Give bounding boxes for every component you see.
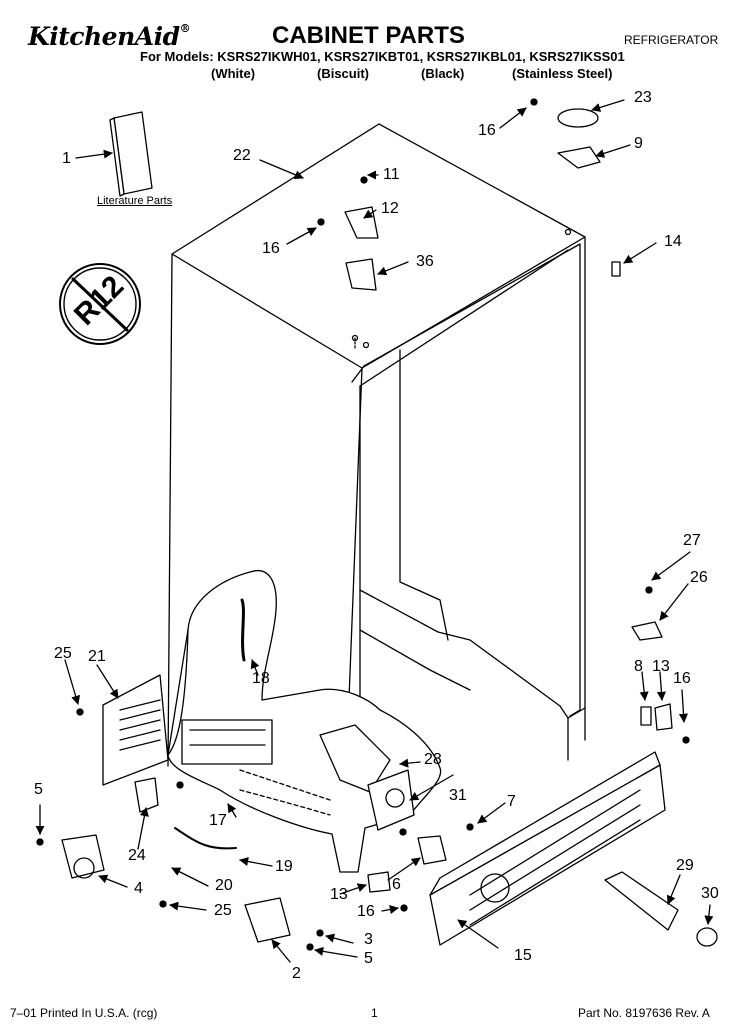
callout-21: 21 xyxy=(88,648,106,665)
variant-black: (Black) xyxy=(421,66,465,81)
callout-25-left: 25 xyxy=(54,645,72,662)
callout-24: 24 xyxy=(128,847,146,864)
callout-13-right: 13 xyxy=(652,658,670,675)
callout-2: 2 xyxy=(292,965,301,982)
callout-17: 17 xyxy=(209,812,227,829)
callout-16-lower-right: 16 xyxy=(673,670,691,687)
callout-7: 7 xyxy=(507,793,516,810)
models-line: For Models: KSRS27IKWH01, KSRS27IKBT01, … xyxy=(140,49,625,64)
water-filter xyxy=(605,872,717,946)
callout-8: 8 xyxy=(634,658,643,675)
cabinet-shell xyxy=(168,124,585,800)
leader-lines xyxy=(35,100,714,962)
callout-16-lower: 16 xyxy=(357,903,375,920)
callout-4: 4 xyxy=(134,880,143,897)
callout-22: 22 xyxy=(233,147,251,164)
callout-6: 6 xyxy=(392,876,401,893)
callout-5-lower: 5 xyxy=(364,950,373,967)
trademark: ® xyxy=(179,22,191,35)
category-label: REFRIGERATOR xyxy=(624,33,719,47)
callout-30: 30 xyxy=(701,885,719,902)
callout-9: 9 xyxy=(634,135,643,152)
callout-29: 29 xyxy=(676,857,694,874)
screws xyxy=(37,99,689,950)
callout-23: 23 xyxy=(634,89,652,106)
callout-12: 12 xyxy=(381,200,399,217)
callout-18: 18 xyxy=(252,670,270,687)
page-title: CABINET PARTS xyxy=(272,22,465,49)
literature-booklet xyxy=(110,112,152,196)
callout-36: 36 xyxy=(416,253,434,270)
callout-1: 1 xyxy=(62,150,71,167)
callout-19: 19 xyxy=(275,858,293,875)
callout-16-right: 16 xyxy=(478,122,496,139)
brand-name: KitchenAid xyxy=(28,22,180,51)
callout-27: 27 xyxy=(683,532,701,549)
no-r12-symbol xyxy=(60,264,140,344)
callout-3: 3 xyxy=(364,931,373,948)
print-info: 7–01 Printed In U.S.A. (rcg) xyxy=(10,1006,158,1020)
callout-25-lower: 25 xyxy=(214,902,232,919)
page-number: 1 xyxy=(371,1006,378,1020)
callout-26: 26 xyxy=(690,569,708,586)
callout-15: 15 xyxy=(514,947,532,964)
callout-31: 31 xyxy=(449,787,467,804)
hardware-parts xyxy=(62,109,672,942)
callout-20: 20 xyxy=(215,877,233,894)
callout-14: 14 xyxy=(664,233,682,250)
callout-16-top: 16 xyxy=(262,240,280,257)
kickplate-grille xyxy=(430,752,665,945)
variant-stainless: (Stainless Steel) xyxy=(512,66,613,81)
part-number: Part No. 8197636 Rev. A xyxy=(578,1006,710,1020)
variant-white: (White) xyxy=(211,66,256,81)
literature-label: Literature Parts xyxy=(97,195,173,207)
callout-13-lower: 13 xyxy=(330,886,348,903)
callout-28: 28 xyxy=(424,751,442,768)
left-side-panel xyxy=(103,675,168,785)
brand-logo: KitchenAid® xyxy=(28,22,191,51)
variant-biscuit: (Biscuit) xyxy=(317,66,369,81)
callout-11: 11 xyxy=(383,166,400,183)
callout-5-left: 5 xyxy=(34,781,43,798)
